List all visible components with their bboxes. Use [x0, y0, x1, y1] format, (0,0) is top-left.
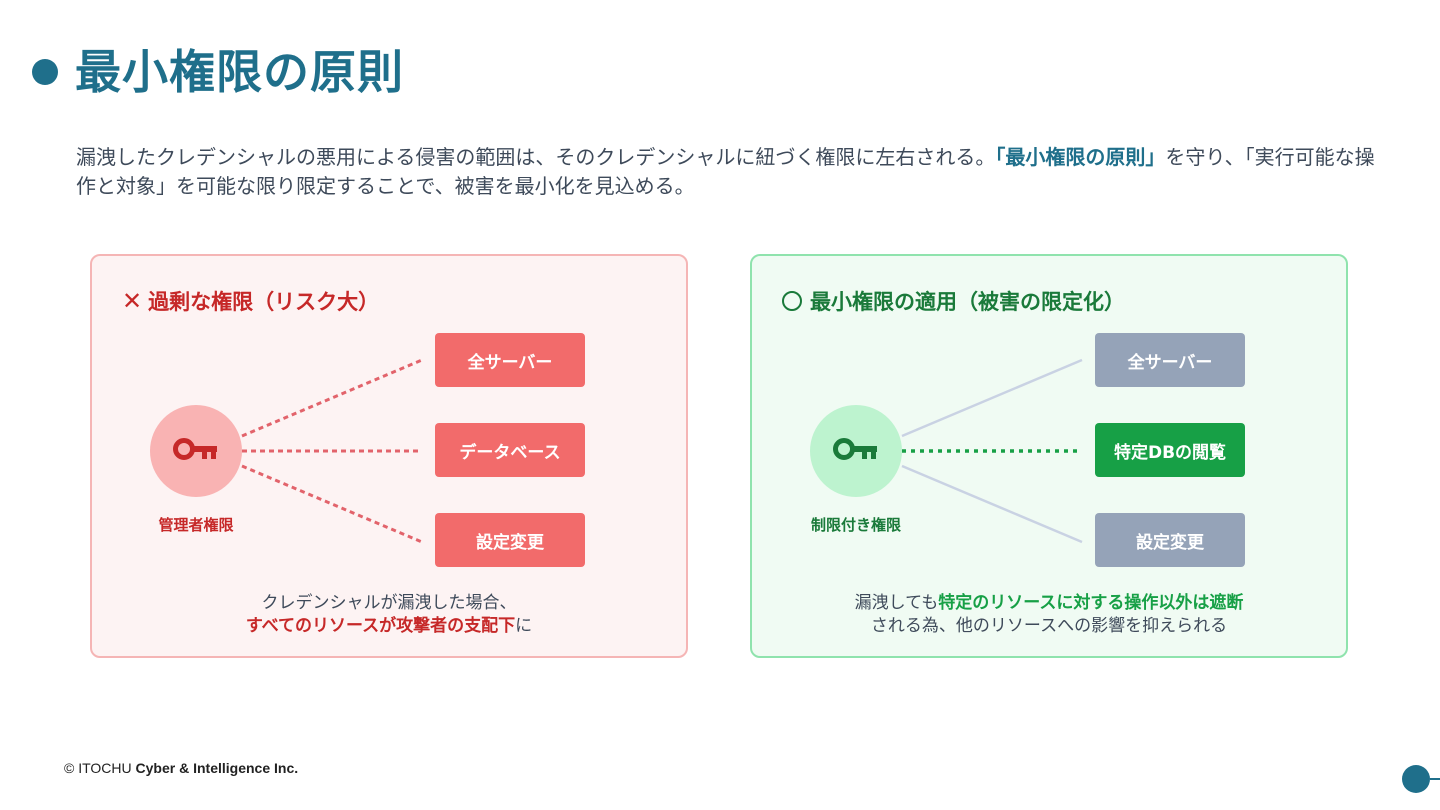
footer-copyright: © ITOCHU Cyber & Intelligence Inc. — [64, 760, 298, 776]
page-corner-dot — [1402, 765, 1430, 793]
resource-database: データベース — [435, 423, 585, 477]
note-line-1: 漏洩しても特定のリソースに対する操作以外は遮断 — [752, 592, 1346, 615]
connector-line-top — [901, 358, 1083, 438]
restricted-key-label: 制限付き権限 — [810, 516, 901, 534]
copyright-text: © ITOCHU — [64, 760, 136, 776]
intro-highlight: 「最小権限の原則」 — [995, 145, 1166, 169]
intro-part1: 漏洩したクレデンシャルの悪用による侵害の範囲は、そのクレデンシャルに紐づく権限に… — [76, 145, 996, 169]
resource-config-change: 設定変更 — [1095, 513, 1245, 567]
note-tail: に — [515, 616, 533, 636]
key-icon — [833, 436, 879, 466]
title-bullet-dot — [32, 59, 58, 85]
least-privilege-note: 漏洩しても特定のリソースに対する操作以外は遮断 される為、他のリソースへの影響を… — [752, 592, 1346, 638]
note-line-2: すべてのリソースが攻撃者の支配下に — [92, 615, 686, 638]
connector-line-top — [241, 358, 423, 438]
excessive-privilege-heading: ✕ 過剰な権限（リスク大） — [122, 286, 379, 316]
note-prefix: 漏洩しても — [854, 593, 939, 613]
note-emphasis: すべてのリソースが攻撃者の支配下 — [245, 616, 516, 636]
intro-text: 漏洩したクレデンシャルの悪用による侵害の範囲は、そのクレデンシャルに紐づく権限に… — [76, 143, 1376, 201]
restricted-key-badge — [810, 405, 902, 497]
note-emphasis: 特定のリソースに対する操作以外は遮断 — [938, 593, 1244, 613]
resource-specific-db-read: 特定DBの閲覧 — [1095, 423, 1245, 477]
page-corner-line — [1430, 778, 1440, 780]
key-icon — [173, 436, 219, 466]
admin-key-badge — [150, 405, 242, 497]
least-privilege-heading-text: 最小権限の適用（被害の限定化） — [810, 290, 1125, 314]
admin-key-label: 管理者権限 — [158, 516, 234, 534]
company-brand: Cyber & Intelligence Inc. — [135, 760, 299, 776]
excessive-privilege-note: クレデンシャルが漏洩した場合、 すべてのリソースが攻撃者の支配下に — [92, 592, 686, 638]
cross-mark-icon: ✕ — [122, 287, 143, 315]
resource-all-servers: 全サーバー — [1095, 333, 1245, 387]
resource-config-change: 設定変更 — [435, 513, 585, 567]
page-title: 最小権限の原則 — [75, 45, 404, 99]
least-privilege-heading: 最小権限の適用（被害の限定化） — [782, 286, 1125, 316]
intro-part2: を守り、「実行可能な操作と対象」を可能な限り限定することで、被害を最小化を見込め… — [76, 145, 1375, 198]
least-privilege-panel: 最小権限の適用（被害の限定化） 制限付き権限 全サーバー 特定DBの閲覧 設定変… — [750, 254, 1348, 658]
excessive-privilege-panel: ✕ 過剰な権限（リスク大） 管理者権限 全サーバー データベース 設定変更 クレ… — [90, 254, 688, 658]
excessive-connectors — [241, 358, 423, 544]
resource-all-servers: 全サーバー — [435, 333, 585, 387]
note-line-2: される為、他のリソースへの影響を抑えられる — [870, 616, 1228, 636]
least-privilege-connectors — [901, 358, 1083, 544]
connector-line-bottom — [901, 464, 1083, 544]
excessive-privilege-heading-text: 過剰な権限（リスク大） — [148, 290, 380, 314]
note-line-1: クレデンシャルが漏洩した場合、 — [261, 593, 517, 613]
connector-line-bottom — [241, 464, 423, 544]
circle-mark-icon — [782, 291, 802, 311]
